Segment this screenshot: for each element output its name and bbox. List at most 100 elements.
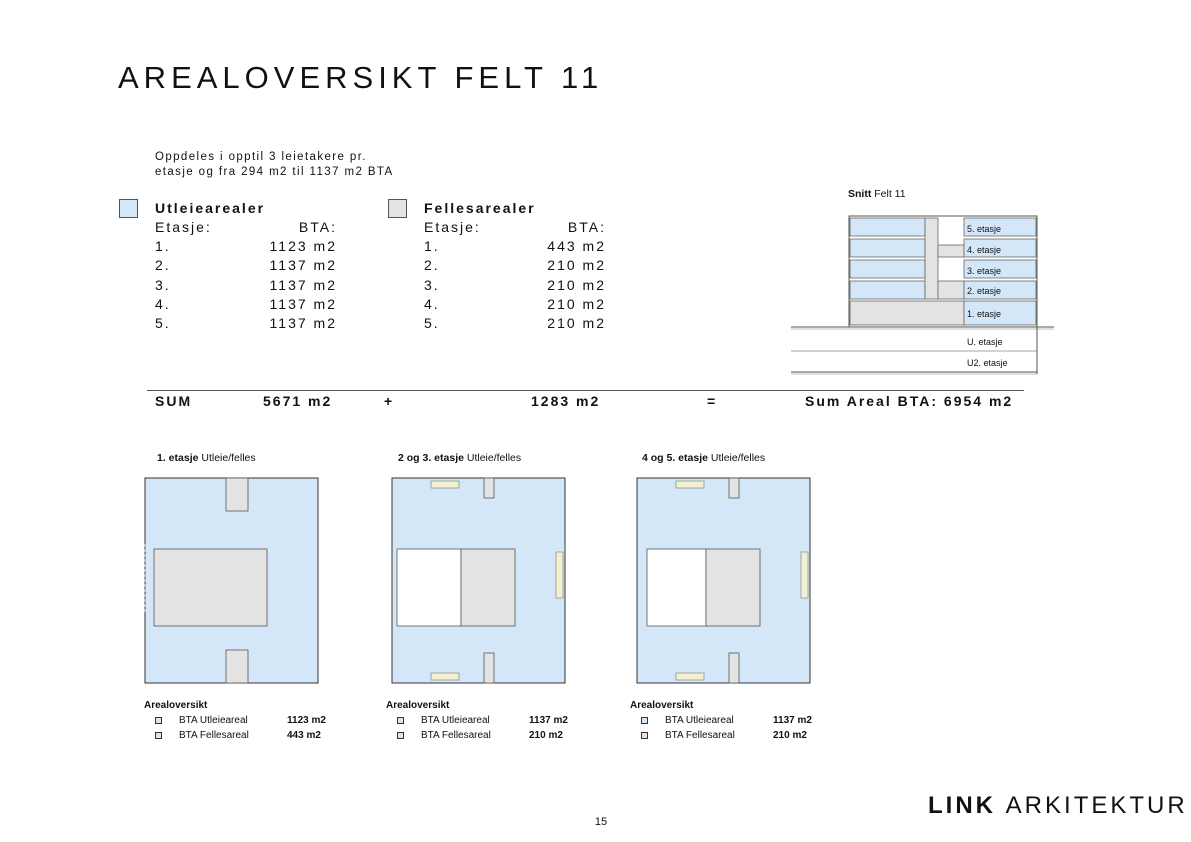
section-title: Snitt Felt 11 — [848, 188, 906, 200]
plan-balcony — [800, 551, 809, 599]
plan-open-area — [396, 548, 462, 627]
basement-label: U. etasje — [967, 337, 1003, 347]
plan-shaft — [483, 652, 495, 684]
plan-core-felles — [705, 548, 761, 627]
felles-row: 3. 210 m2 — [424, 276, 606, 295]
plan-core-felles — [153, 548, 268, 627]
page-number: 15 — [594, 816, 608, 828]
floor-number: 2. — [424, 257, 440, 274]
section-utleie-block — [849, 217, 926, 237]
floor-number: 3. — [155, 276, 171, 293]
utleie-header-row: Etasje: BTA: — [155, 218, 337, 237]
bta-label: BTA: — [298, 219, 337, 235]
sum-label: SUM — [155, 393, 193, 409]
plan-shaft — [225, 477, 249, 512]
area-value: 1137 m2 — [269, 276, 337, 293]
legend-title: Arealoversikt — [630, 700, 694, 711]
felles-row: 1.443 m2 — [424, 237, 606, 256]
plan-balcony — [675, 672, 705, 681]
section-core — [924, 217, 939, 300]
plan-balcony — [430, 672, 460, 681]
utleie-table: Utleiearealer Etasje: BTA: 1.1123 m2 2.1… — [155, 199, 337, 333]
bta-label: BTA: — [567, 219, 606, 235]
plan-shaft — [728, 652, 740, 684]
building-section-diagram: 5. etasje 4. etasje 3. etasje 2. etasje … — [791, 215, 1054, 375]
floor-number: 3. — [424, 276, 440, 293]
plan-balcony — [555, 551, 564, 599]
legend-title: Arealoversikt — [144, 700, 208, 711]
utleie-row: 5. 1137 m2 — [155, 314, 337, 333]
legend-value: 1137 m2 — [529, 715, 568, 726]
floor-plan-3 — [636, 477, 811, 684]
plan-caption-bold: 4 og 5. etasje — [642, 452, 708, 464]
floor-label: 5. etasje — [967, 224, 1001, 234]
etasje-label: Etasje: — [155, 219, 212, 235]
utleie-row: 4. 1137 m2 — [155, 295, 337, 314]
section-title-bold: Snitt — [848, 188, 872, 200]
section-ground-felles — [849, 300, 965, 326]
area-value: 210 m2 — [547, 314, 606, 331]
floor-label: 4. etasje — [967, 245, 1001, 255]
utleie-swatch — [119, 199, 138, 218]
legend-swatch — [155, 717, 162, 724]
area-value: 210 m2 — [547, 276, 606, 293]
floor-number: 1. — [155, 238, 171, 255]
area-value: 1137 m2 — [269, 295, 337, 312]
area-value: 443 m2 — [547, 238, 606, 255]
plan-caption: 4 og 5. etasje Utleie/felles — [642, 452, 765, 464]
floor-plan-1 — [144, 477, 319, 684]
floor-number: 4. — [424, 295, 440, 312]
felles-swatch — [388, 199, 407, 218]
plan-caption-rest: Utleie/felles — [707, 452, 766, 464]
plan-caption-bold: 2 og 3. etasje — [398, 452, 464, 464]
legend-name: BTA Utleieareal — [665, 715, 734, 726]
intro-line: Oppdeles i opptil 3 leietakere pr. — [155, 151, 367, 163]
floor-number: 4. — [155, 295, 171, 312]
floor-label: 1. etasje — [967, 309, 1001, 319]
felles-header-row: Etasje: BTA: — [424, 218, 606, 237]
plan-caption: 1. etasje Utleie/felles — [157, 452, 256, 464]
section-utleie-block — [849, 259, 926, 279]
plan-caption-rest: Utleie/felles — [463, 452, 522, 464]
area-value: 210 m2 — [547, 257, 606, 274]
felles-table: Fellesarealer Etasje: BTA: 1.443 m2 2. 21… — [424, 199, 606, 333]
felles-heading: Fellesarealer — [424, 200, 536, 216]
section-floor-block — [963, 300, 1037, 326]
plan-balcony — [430, 480, 460, 489]
basement-label: U2. etasje — [967, 358, 1008, 368]
legend-swatch — [397, 732, 404, 739]
floor-label: 3. etasje — [967, 266, 1001, 276]
floor-label: 2. etasje — [967, 286, 1001, 296]
plan-core-felles — [460, 548, 516, 627]
felles-row: 4.210 m2 — [424, 295, 606, 314]
plan-open-area — [646, 548, 707, 627]
area-value: 1137 m2 — [269, 314, 337, 331]
section-core-step — [937, 244, 965, 258]
sum-divider — [147, 390, 1024, 391]
legend-swatch — [155, 732, 162, 739]
section-floor-block — [963, 238, 1037, 258]
legend-title: Arealoversikt — [386, 700, 450, 711]
floor-number: 5. — [155, 314, 171, 331]
floor-number: 2. — [155, 257, 171, 274]
utleie-row: 3. 1137 m2 — [155, 276, 337, 295]
legend-value: 1137 m2 — [773, 715, 812, 726]
legend-value: 210 m2 — [773, 730, 807, 741]
utleie-heading: Utleiearealer — [155, 200, 266, 216]
utleie-row: 2.1137 m2 — [155, 256, 337, 275]
legend-value: 1123 m2 — [287, 715, 326, 726]
sum-total: Sum Areal BTA: 6954 m2 — [805, 393, 1014, 409]
legend-swatch — [397, 717, 404, 724]
company-logo: LINK ARKITEKTUR — [928, 792, 1188, 820]
section-core-step — [937, 280, 965, 300]
logo-bold: LINK — [928, 792, 996, 819]
section-floor-block — [963, 280, 1037, 300]
legend-value: 210 m2 — [529, 730, 563, 741]
floor-plan-2 — [391, 477, 566, 684]
plan-caption-bold: 1. etasje — [157, 452, 199, 464]
